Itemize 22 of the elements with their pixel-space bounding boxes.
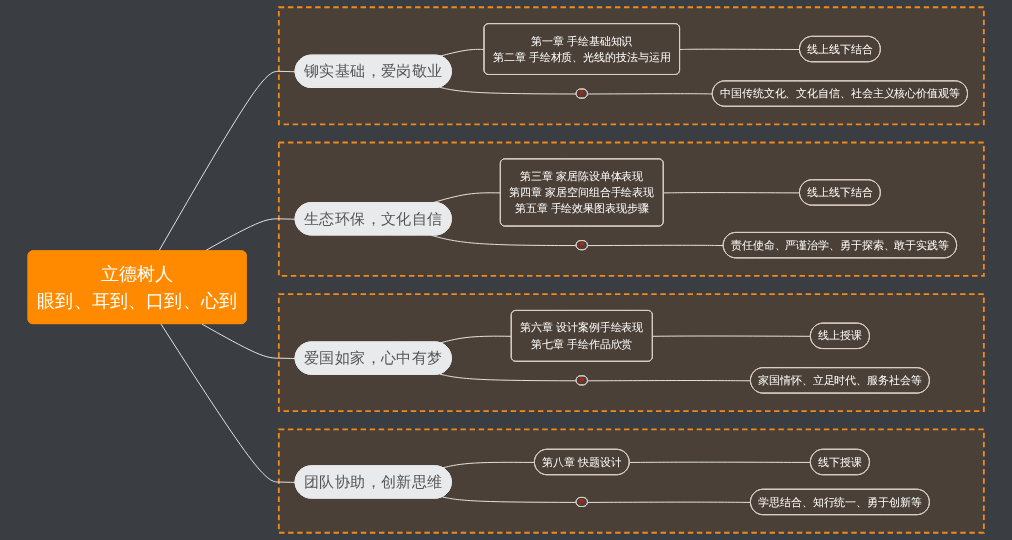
connector bbox=[158, 70, 297, 252]
connector bbox=[587, 380, 752, 382]
connector bbox=[201, 323, 297, 359]
connector bbox=[439, 86, 578, 95]
cluster bbox=[277, 141, 985, 277]
connector bbox=[663, 192, 801, 194]
connector bbox=[587, 93, 714, 95]
cluster bbox=[277, 293, 985, 413]
connector bbox=[431, 234, 578, 247]
cluster bbox=[277, 428, 985, 534]
connector bbox=[439, 48, 485, 57]
connector bbox=[160, 323, 297, 483]
connector bbox=[439, 373, 578, 382]
connector bbox=[587, 244, 725, 247]
connector bbox=[679, 48, 801, 50]
connector bbox=[652, 335, 812, 337]
connector bbox=[587, 501, 752, 503]
connector bbox=[629, 461, 812, 463]
cluster bbox=[277, 6, 985, 126]
connector bbox=[442, 461, 536, 469]
connector bbox=[439, 335, 513, 344]
connector bbox=[442, 496, 578, 503]
